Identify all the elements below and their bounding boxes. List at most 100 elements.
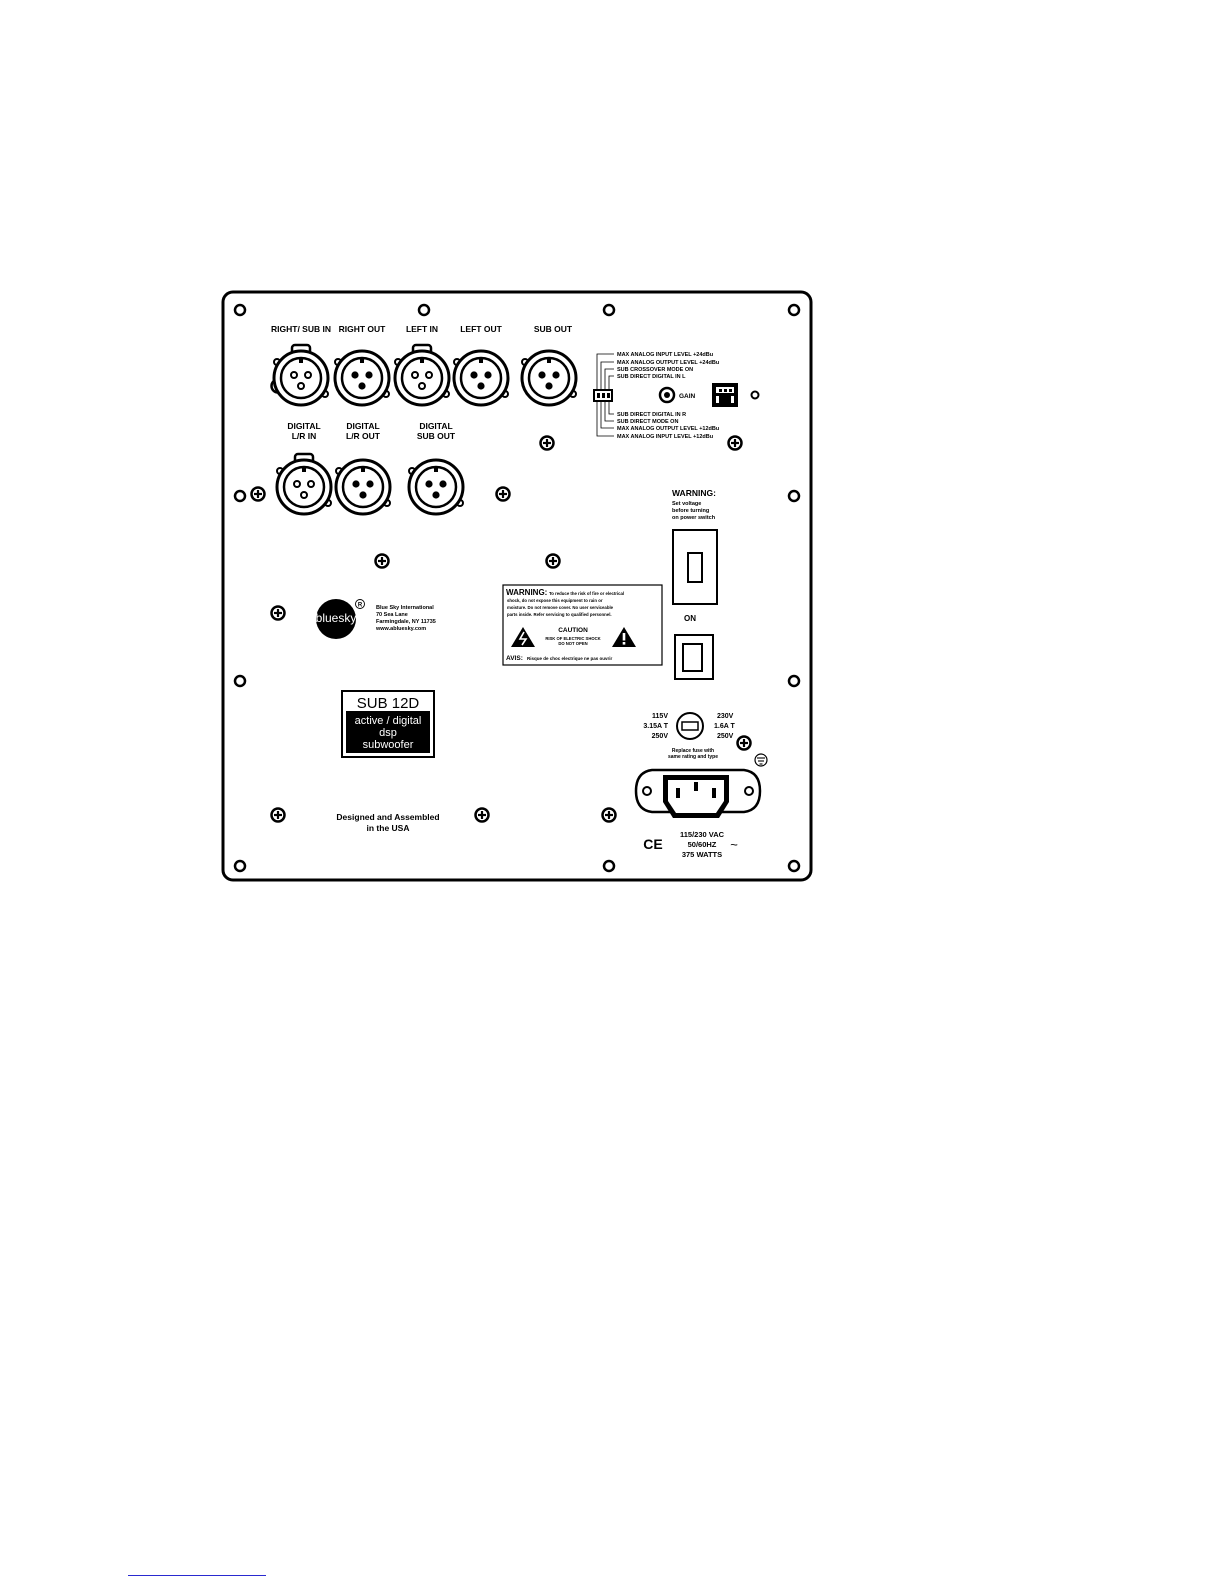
exclamation-warning-icon [612, 627, 636, 647]
screw-icon [474, 807, 490, 823]
fuse-holder[interactable] [676, 712, 704, 740]
xlr-jacks [272, 343, 578, 516]
voltage-warning-line: on power switch [672, 515, 716, 521]
dip-label: SUB CROSSOVER MODE ON [617, 367, 693, 373]
fuse-right-line: 230V [717, 713, 734, 720]
label-digital-sub-out-2: SUB OUT [417, 431, 456, 441]
fuse-left-line: 115V [652, 713, 668, 720]
ce-mark: CE [643, 836, 662, 852]
voltage-warning-title: WARNING: [672, 488, 716, 498]
mounting-hole [787, 674, 801, 688]
fuse-left-line: 3.15A T [643, 723, 668, 730]
mounting-hole [417, 303, 431, 317]
ground-symbol-icon [754, 753, 768, 767]
model-line: dsp [379, 727, 397, 739]
xlr-jack-right-out[interactable] [333, 349, 391, 407]
dip-label: MAX ANALOG INPUT LEVEL +24dBu [617, 352, 713, 358]
dip-label: SUB DIRECT MODE ON [617, 419, 678, 425]
mounting-hole [233, 674, 247, 688]
avis-head: AVIS: [506, 655, 523, 662]
screw-icon [545, 553, 561, 569]
dip-switch[interactable] [593, 389, 613, 402]
fuse-left-line: 250V [652, 733, 669, 740]
screw-icon [495, 486, 511, 502]
xlr-jack-left-in[interactable] [393, 343, 451, 407]
xlr-jack-digital-sub-out[interactable] [407, 458, 465, 516]
electric-shock-warning-icon [511, 627, 535, 647]
voltage-warning-line: before turning [672, 508, 709, 514]
avis-text: Risque de choc electrique ne pas ouvrir [527, 656, 613, 661]
screw-icon [270, 807, 286, 823]
mounting-hole [787, 303, 801, 317]
dip-label: SUB DIRECT DIGITAL IN R [617, 412, 686, 418]
assembled-line: Designed and Assembled [336, 812, 439, 822]
screw-icon [601, 807, 617, 823]
screw-icon [736, 735, 752, 751]
indicator-led-icon [750, 390, 760, 400]
fuse-note: Replace fuse with [672, 748, 714, 754]
xlr-jack-digital-lr-out[interactable] [334, 458, 392, 516]
mounting-hole [233, 859, 247, 873]
power-rating-line: 115/230 VAC [680, 830, 725, 839]
fuse-note: same rating and type [668, 754, 718, 760]
mounting-hole [787, 489, 801, 503]
power-switch[interactable] [674, 634, 714, 680]
dip-label: MAX ANALOG INPUT LEVEL +12dBu [617, 434, 713, 440]
xlr-jack-left-out[interactable] [452, 349, 510, 407]
panel-outline [221, 290, 813, 882]
mounting-hole [787, 859, 801, 873]
voltage-selector-switch[interactable] [672, 529, 718, 605]
fuse-right-line: 1.6A T [714, 723, 735, 730]
safety-warning-head: WARNING: [506, 588, 547, 597]
brand-address-line: Blue Sky International [376, 605, 434, 611]
voltage-warning-line: Set voltage [672, 501, 701, 507]
power-rating-line: 375 WATTS [682, 850, 722, 859]
label-right-out: RIGHT OUT [339, 324, 387, 334]
mounting-hole [602, 859, 616, 873]
dip-switch-leader-lines [596, 353, 614, 437]
label-digital-sub-out-1: DIGITAL [419, 421, 452, 431]
xlr-jack-right-sub-in[interactable] [272, 343, 330, 407]
ac-symbol: ~ [730, 837, 738, 852]
service-port-icon [712, 383, 738, 407]
xlr-jack-digital-lr-in[interactable] [275, 452, 333, 516]
gain-label: GAIN [679, 393, 696, 400]
power-on-label: ON [684, 614, 696, 623]
mounting-hole [602, 303, 616, 317]
safety-warning-line: To reduce the risk of fire or electrical [549, 591, 624, 596]
brand-address-line: www.abluesky.com [375, 626, 426, 632]
screw-icon [250, 486, 266, 502]
model-badge: SUB 12D active / digital dsp subwoofer [341, 690, 435, 758]
safety-warning-line: shock, do not expose this equipment to r… [507, 598, 603, 603]
safety-warning-line: moisture. Do not remove cover. No user s… [507, 605, 614, 610]
model-name: SUB 12D [357, 695, 420, 712]
dip-label: SUB DIRECT DIGITAL IN L [617, 374, 686, 380]
safety-warning-line: parts inside. Refer servicing to qualifi… [507, 612, 612, 617]
dip-label: MAX ANALOG OUTPUT LEVEL +12dBu [617, 426, 719, 432]
screw-icon [374, 553, 390, 569]
iec-power-inlet[interactable] [634, 768, 762, 818]
model-line: active / digital [355, 715, 422, 727]
mounting-hole [233, 303, 247, 317]
brand-logo-text: bluesky [316, 611, 357, 625]
screw-icon [727, 435, 743, 451]
xlr-jack-sub-out[interactable] [520, 349, 578, 407]
gain-knob[interactable] [658, 386, 676, 404]
footnote-separator [128, 1575, 266, 1576]
fuse-right-line: 250V [717, 733, 734, 740]
brand-address-line: Farmingdale, NY 11735 [376, 619, 436, 625]
label-left-out: LEFT OUT [460, 324, 502, 334]
label-sub-out: SUB OUT [534, 324, 573, 334]
screw-icon [270, 605, 286, 621]
caution-line: RISK OF ELECTRIC SHOCK [545, 636, 600, 641]
label-digital-lr-in-1: DIGITAL [287, 421, 320, 431]
label-digital-lr-in-2: L/R IN [292, 431, 317, 441]
brand-address-line: 70 Sea Lane [376, 612, 408, 618]
mounting-holes [233, 303, 801, 873]
registered-mark: R [358, 603, 363, 609]
safety-warning-label: WARNING: To reduce the risk of fire or e… [502, 584, 663, 666]
label-right-sub-in: RIGHT/ SUB IN [271, 324, 331, 334]
power-rating-line: 50/60HZ [688, 840, 717, 849]
mounting-hole [233, 489, 247, 503]
